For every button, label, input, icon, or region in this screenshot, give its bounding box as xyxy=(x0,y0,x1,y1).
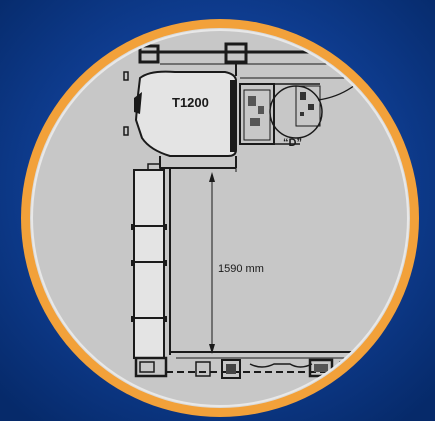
inner-circle-outline xyxy=(31,29,409,407)
machine-label: T1200 xyxy=(172,95,209,110)
detail-circle xyxy=(269,85,323,139)
detail-label: “D” xyxy=(283,137,302,149)
machine-body xyxy=(134,70,237,157)
dimension-label: 1590 mm xyxy=(218,263,264,275)
